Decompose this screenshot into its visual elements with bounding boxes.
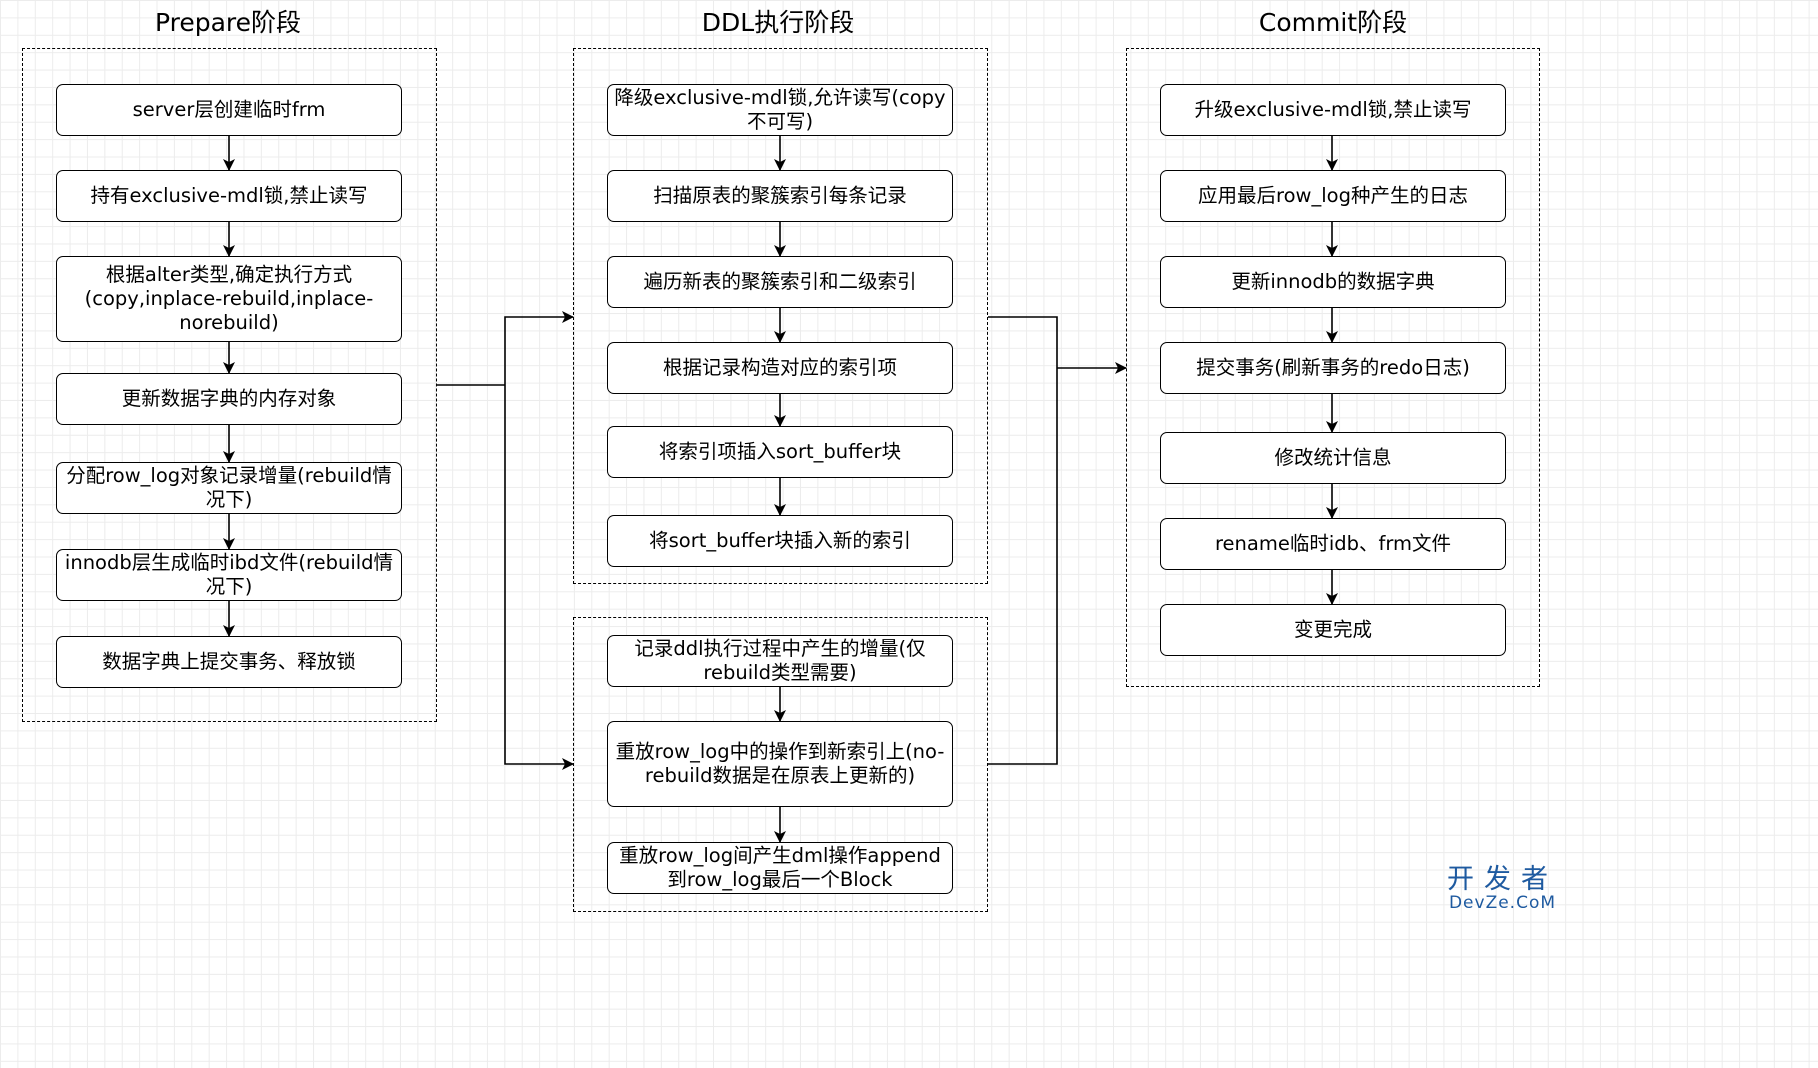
commit-phase-title: Commit阶段 <box>1258 8 1408 37</box>
step-label: 将sort_buffer块插入新的索引 <box>649 529 911 553</box>
commit-step-update-dict: 更新innodb的数据字典 <box>1160 256 1506 308</box>
step-label: 记录ddl执行过程中产生的增量(仅rebuild类型需要) <box>634 637 926 684</box>
step-label: 修改统计信息 <box>1274 446 1392 470</box>
prepare-step-update-dict-memory: 更新数据字典的内存对象 <box>56 373 402 425</box>
ddl-step-scan-clustered-index: 扫描原表的聚簇索引每条记录 <box>607 170 953 222</box>
step-label: 分配row_log对象记录增量(rebuild情况下) <box>66 464 392 511</box>
ddl-step-replay-row-log: 重放row_log中的操作到新索引上(no-rebuild数据是在原表上更新的) <box>607 721 953 807</box>
watermark-cn: 开发者 <box>1447 864 1558 895</box>
step-label: server层创建临时frm <box>132 98 326 122</box>
step-label: 重放row_log中的操作到新索引上(no-rebuild数据是在原表上更新的) <box>615 740 945 787</box>
step-label: 数据字典上提交事务、释放锁 <box>102 650 356 674</box>
ddl-step-record-increment: 记录ddl执行过程中产生的增量(仅rebuild类型需要) <box>607 635 953 687</box>
step-label: 更新innodb的数据字典 <box>1231 270 1435 294</box>
prepare-step-determine-mode: 根据alter类型,确定执行方式(copy,inplace-rebuild,in… <box>56 256 402 342</box>
step-label: 将索引项插入sort_buffer块 <box>658 440 902 464</box>
connector-line <box>988 316 1058 765</box>
step-label: 重放row_log间产生dml操作append到row_log最后一个Block <box>619 844 941 891</box>
ddl-step-traverse-new-indexes: 遍历新表的聚簇索引和二级索引 <box>607 256 953 308</box>
ddl-flow-diagram: Prepare阶段 DDL执行阶段 Commit阶段 server层创建临时fr… <box>22 8 1558 913</box>
commit-group <box>1126 48 1540 687</box>
prepare-group <box>22 48 437 722</box>
connector-arrow <box>504 311 574 385</box>
commit-step-done: 变更完成 <box>1160 604 1506 656</box>
commit-step-rename-files: rename临时idb、frm文件 <box>1160 518 1506 570</box>
step-label: 提交事务(刷新事务的redo日志) <box>1196 356 1470 380</box>
step-label: 遍历新表的聚簇索引和二级索引 <box>643 270 917 294</box>
ddl-step-downgrade-mdl: 降级exclusive-mdl锁,允许读写(copy不可写) <box>607 84 953 136</box>
watermark: 开发者 DevZe.CoM <box>1447 866 1558 913</box>
commit-step-upgrade-mdl: 升级exclusive-mdl锁,禁止读写 <box>1160 84 1506 136</box>
prepare-step-create-temp-frm: server层创建临时frm <box>56 84 402 136</box>
ddl-step-build-index-entries: 根据记录构造对应的索引项 <box>607 342 953 394</box>
prepare-phase-title: Prepare阶段 <box>154 8 302 37</box>
prepare-step-temp-ibd: innodb层生成临时ibd文件(rebuild情况下) <box>56 549 402 601</box>
watermark-en: DevZe.CoM <box>1448 893 1557 913</box>
prepare-step-commit-release: 数据字典上提交事务、释放锁 <box>56 636 402 688</box>
prepare-step-alloc-row-log: 分配row_log对象记录增量(rebuild情况下) <box>56 462 402 514</box>
step-label: 扫描原表的聚簇索引每条记录 <box>653 184 907 208</box>
step-label: innodb层生成临时ibd文件(rebuild情况下) <box>64 551 394 598</box>
step-label: 变更完成 <box>1293 618 1372 642</box>
ddl-step-insert-new-index: 将sort_buffer块插入新的索引 <box>607 515 953 567</box>
prepare-step-hold-exclusive-mdl: 持有exclusive-mdl锁,禁止读写 <box>56 170 402 222</box>
step-label: 根据alter类型,确定执行方式(copy,inplace-rebuild,in… <box>84 263 374 334</box>
ddl-phase-title: DDL执行阶段 <box>701 8 855 37</box>
step-label: rename临时idb、frm文件 <box>1214 532 1452 556</box>
commit-step-update-stats: 修改统计信息 <box>1160 432 1506 484</box>
commit-step-commit-txn: 提交事务(刷新事务的redo日志) <box>1160 342 1506 394</box>
ddl-rowlog-group <box>573 617 988 912</box>
commit-step-apply-row-log: 应用最后row_log种产生的日志 <box>1160 170 1506 222</box>
connector-layer <box>223 136 1338 843</box>
step-label: 升级exclusive-mdl锁,禁止读写 <box>1194 98 1472 122</box>
step-label: 应用最后row_log种产生的日志 <box>1198 184 1468 208</box>
step-label: 根据记录构造对应的索引项 <box>662 356 897 380</box>
step-label: 持有exclusive-mdl锁,禁止读写 <box>90 184 368 208</box>
ddl-scan-group <box>573 48 988 584</box>
ddl-step-insert-sort-buffer: 将索引项插入sort_buffer块 <box>607 426 953 478</box>
connector-arrow <box>504 385 574 770</box>
ddl-step-append-dml: 重放row_log间产生dml操作append到row_log最后一个Block <box>607 842 953 894</box>
step-label: 降级exclusive-mdl锁,允许读写(copy不可写) <box>614 86 946 133</box>
step-label: 更新数据字典的内存对象 <box>121 387 337 411</box>
